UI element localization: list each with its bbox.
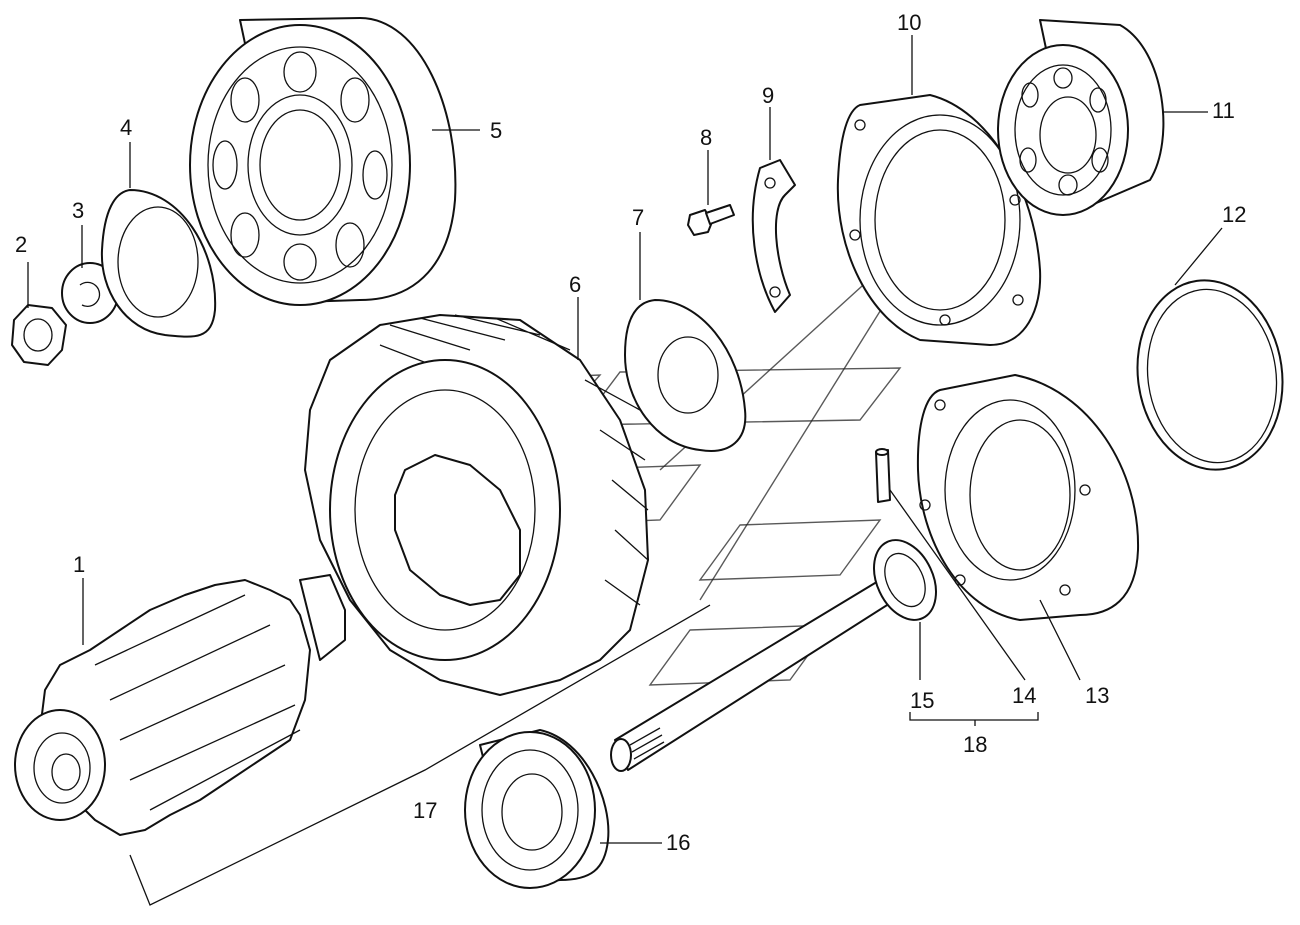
callout-7: 7 bbox=[632, 205, 644, 230]
callout-9: 9 bbox=[762, 83, 774, 108]
callout-13: 13 bbox=[1085, 683, 1109, 708]
callout-14: 14 bbox=[1012, 683, 1036, 708]
callout-2: 2 bbox=[15, 232, 27, 257]
callout-17: 17 bbox=[413, 798, 437, 823]
callout-12: 12 bbox=[1222, 202, 1246, 227]
part-6-gear bbox=[304, 314, 649, 696]
part-12-ring bbox=[1136, 279, 1284, 471]
callout-16: 16 bbox=[666, 830, 690, 855]
callout-5: 5 bbox=[490, 118, 502, 143]
part-9-lock-plate bbox=[751, 159, 796, 313]
callout-labels: 1 2 3 4 5 6 7 8 9 10 11 12 13 14 15 16 1… bbox=[15, 10, 1246, 855]
callout-8: 8 bbox=[700, 125, 712, 150]
callout-1: 1 bbox=[73, 552, 85, 577]
leader-lines bbox=[27, 35, 1223, 906]
callout-4: 4 bbox=[120, 115, 132, 140]
part-16-roller-bearing bbox=[464, 729, 610, 889]
part-8-bolt bbox=[687, 204, 735, 236]
callout-10: 10 bbox=[897, 10, 921, 35]
callout-18: 18 bbox=[963, 732, 987, 757]
callout-6: 6 bbox=[569, 272, 581, 297]
part-15-axle bbox=[610, 539, 937, 772]
part-11-roller-bearing bbox=[997, 19, 1165, 216]
callout-3: 3 bbox=[72, 198, 84, 223]
part-1-pinion-shaft bbox=[14, 574, 346, 836]
part-5-roller-bearing bbox=[189, 17, 457, 306]
part-4-washer bbox=[100, 189, 217, 338]
part-2-nut bbox=[11, 304, 67, 366]
callout-15: 15 bbox=[910, 688, 934, 713]
part-13-housing bbox=[916, 374, 1140, 621]
part-7-washer bbox=[624, 299, 747, 452]
part-10-cover-flange bbox=[836, 94, 1042, 346]
callout-11: 11 bbox=[1212, 98, 1235, 123]
part-14-pin bbox=[875, 448, 891, 503]
